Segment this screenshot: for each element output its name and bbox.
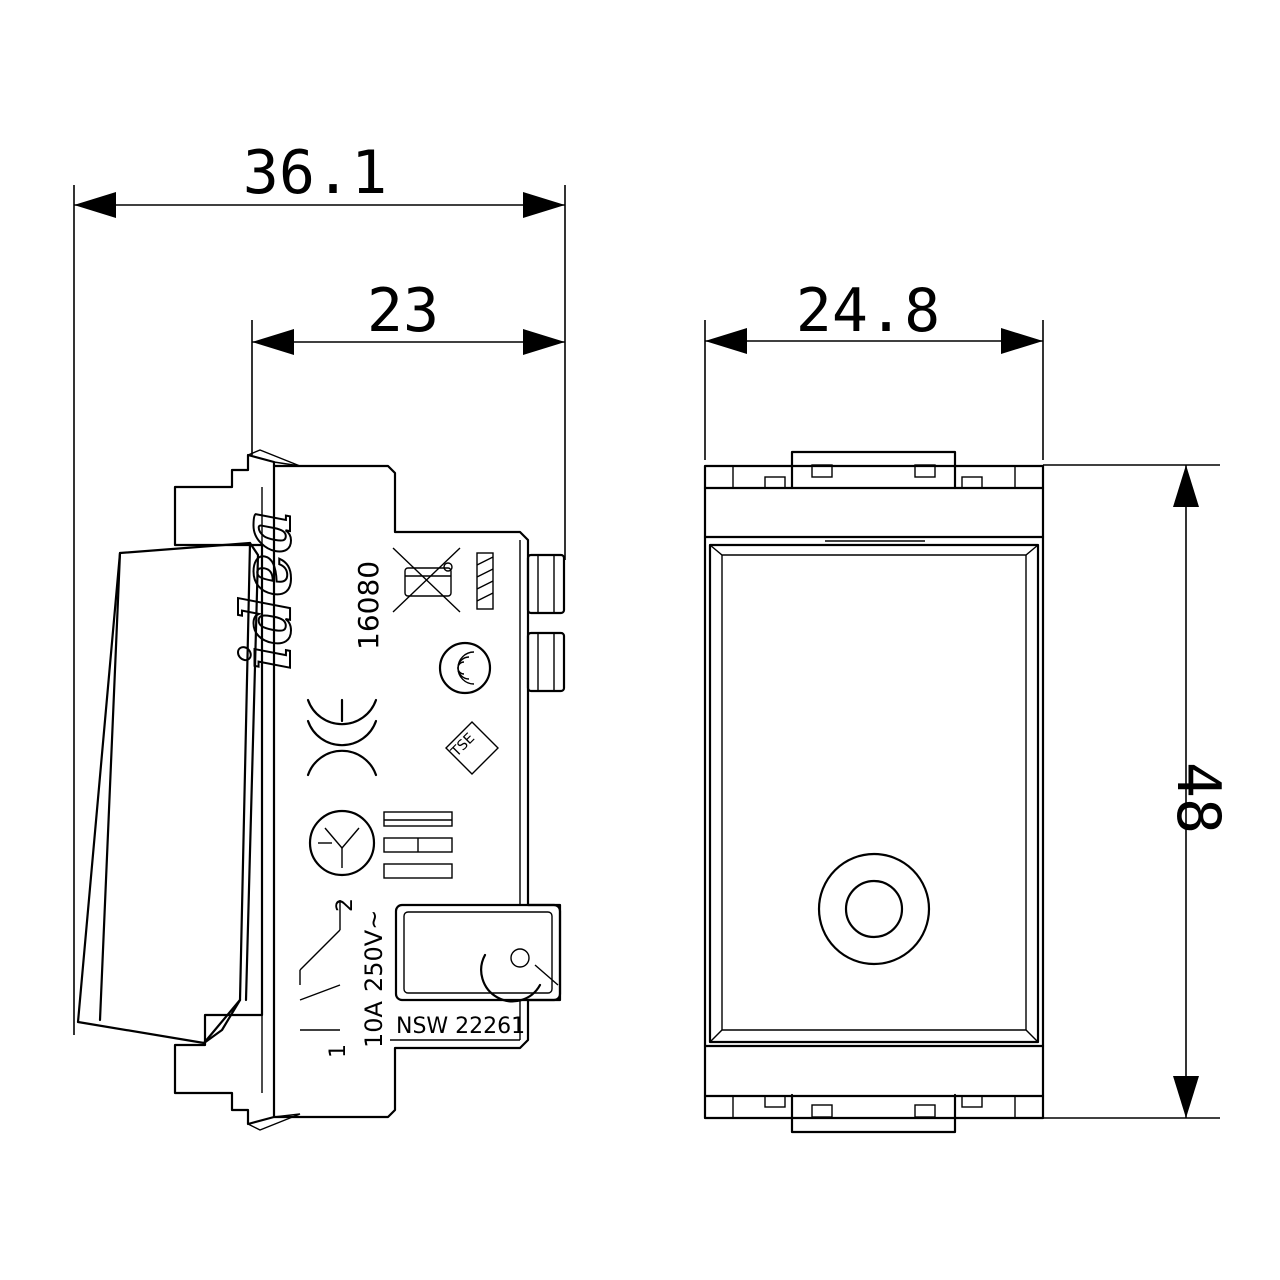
rocker-face <box>708 543 1040 1044</box>
weee-crossed-bin-icon <box>392 547 461 613</box>
dimension-height: 48 <box>1043 464 1233 1119</box>
dimension-rear-depth-label: 23 <box>367 276 439 346</box>
arrow-down-icon <box>1173 1076 1199 1118</box>
rating-current: 10A <box>360 1000 388 1048</box>
weee-bar-icon <box>476 552 494 610</box>
rating-voltage: 250V~ <box>360 910 388 992</box>
front-frame <box>173 449 301 1131</box>
dimension-height-label: 48 <box>1163 762 1233 834</box>
corner-tab <box>704 465 734 489</box>
indicator-lens-icon <box>817 852 931 966</box>
dimension-rear-depth: 23 <box>251 276 565 455</box>
arrow-right-icon <box>523 329 565 355</box>
dimension-width-label: 24.8 <box>796 276 941 346</box>
terminal-1-label: 1 <box>326 1044 351 1058</box>
brand-idea-logo: idea <box>227 509 307 670</box>
side-view: idea 16080 <box>76 449 566 1131</box>
arrow-left-icon <box>74 192 116 218</box>
terminal-2-label: 2 <box>333 898 358 912</box>
corner-tab <box>1014 465 1044 489</box>
ce-mark <box>306 698 378 777</box>
top-clip <box>790 450 957 490</box>
arrow-up-icon <box>1173 465 1199 507</box>
imq-mark <box>308 809 376 877</box>
terminal-clamp <box>394 903 562 1002</box>
dimension-width: 24.8 <box>704 276 1044 460</box>
front-frame <box>703 464 1045 1120</box>
arrow-right-icon <box>523 192 565 218</box>
arrow-left-icon <box>252 329 294 355</box>
switch-symbol-icon <box>299 900 341 1031</box>
dimension-overall-depth-label: 36.1 <box>243 138 388 208</box>
arrow-right-icon <box>1001 328 1043 354</box>
dimension-overall-depth: 36.1 <box>73 138 566 1035</box>
clamp-mark <box>480 948 559 1003</box>
tse-mark: TSE <box>445 721 499 775</box>
corner-tab <box>704 1095 734 1119</box>
arrow-left-icon <box>705 328 747 354</box>
eac-mark <box>383 811 453 879</box>
approval-code: NSW 22261 <box>396 1014 525 1039</box>
svg-text:TSE: TSE <box>448 730 479 761</box>
product-code: 16080 <box>352 561 385 650</box>
ccc-mark <box>438 641 492 695</box>
corner-tab <box>1014 1095 1044 1119</box>
front-view <box>703 450 1045 1134</box>
terminal-studs <box>526 553 566 693</box>
bottom-clip <box>790 1093 957 1134</box>
